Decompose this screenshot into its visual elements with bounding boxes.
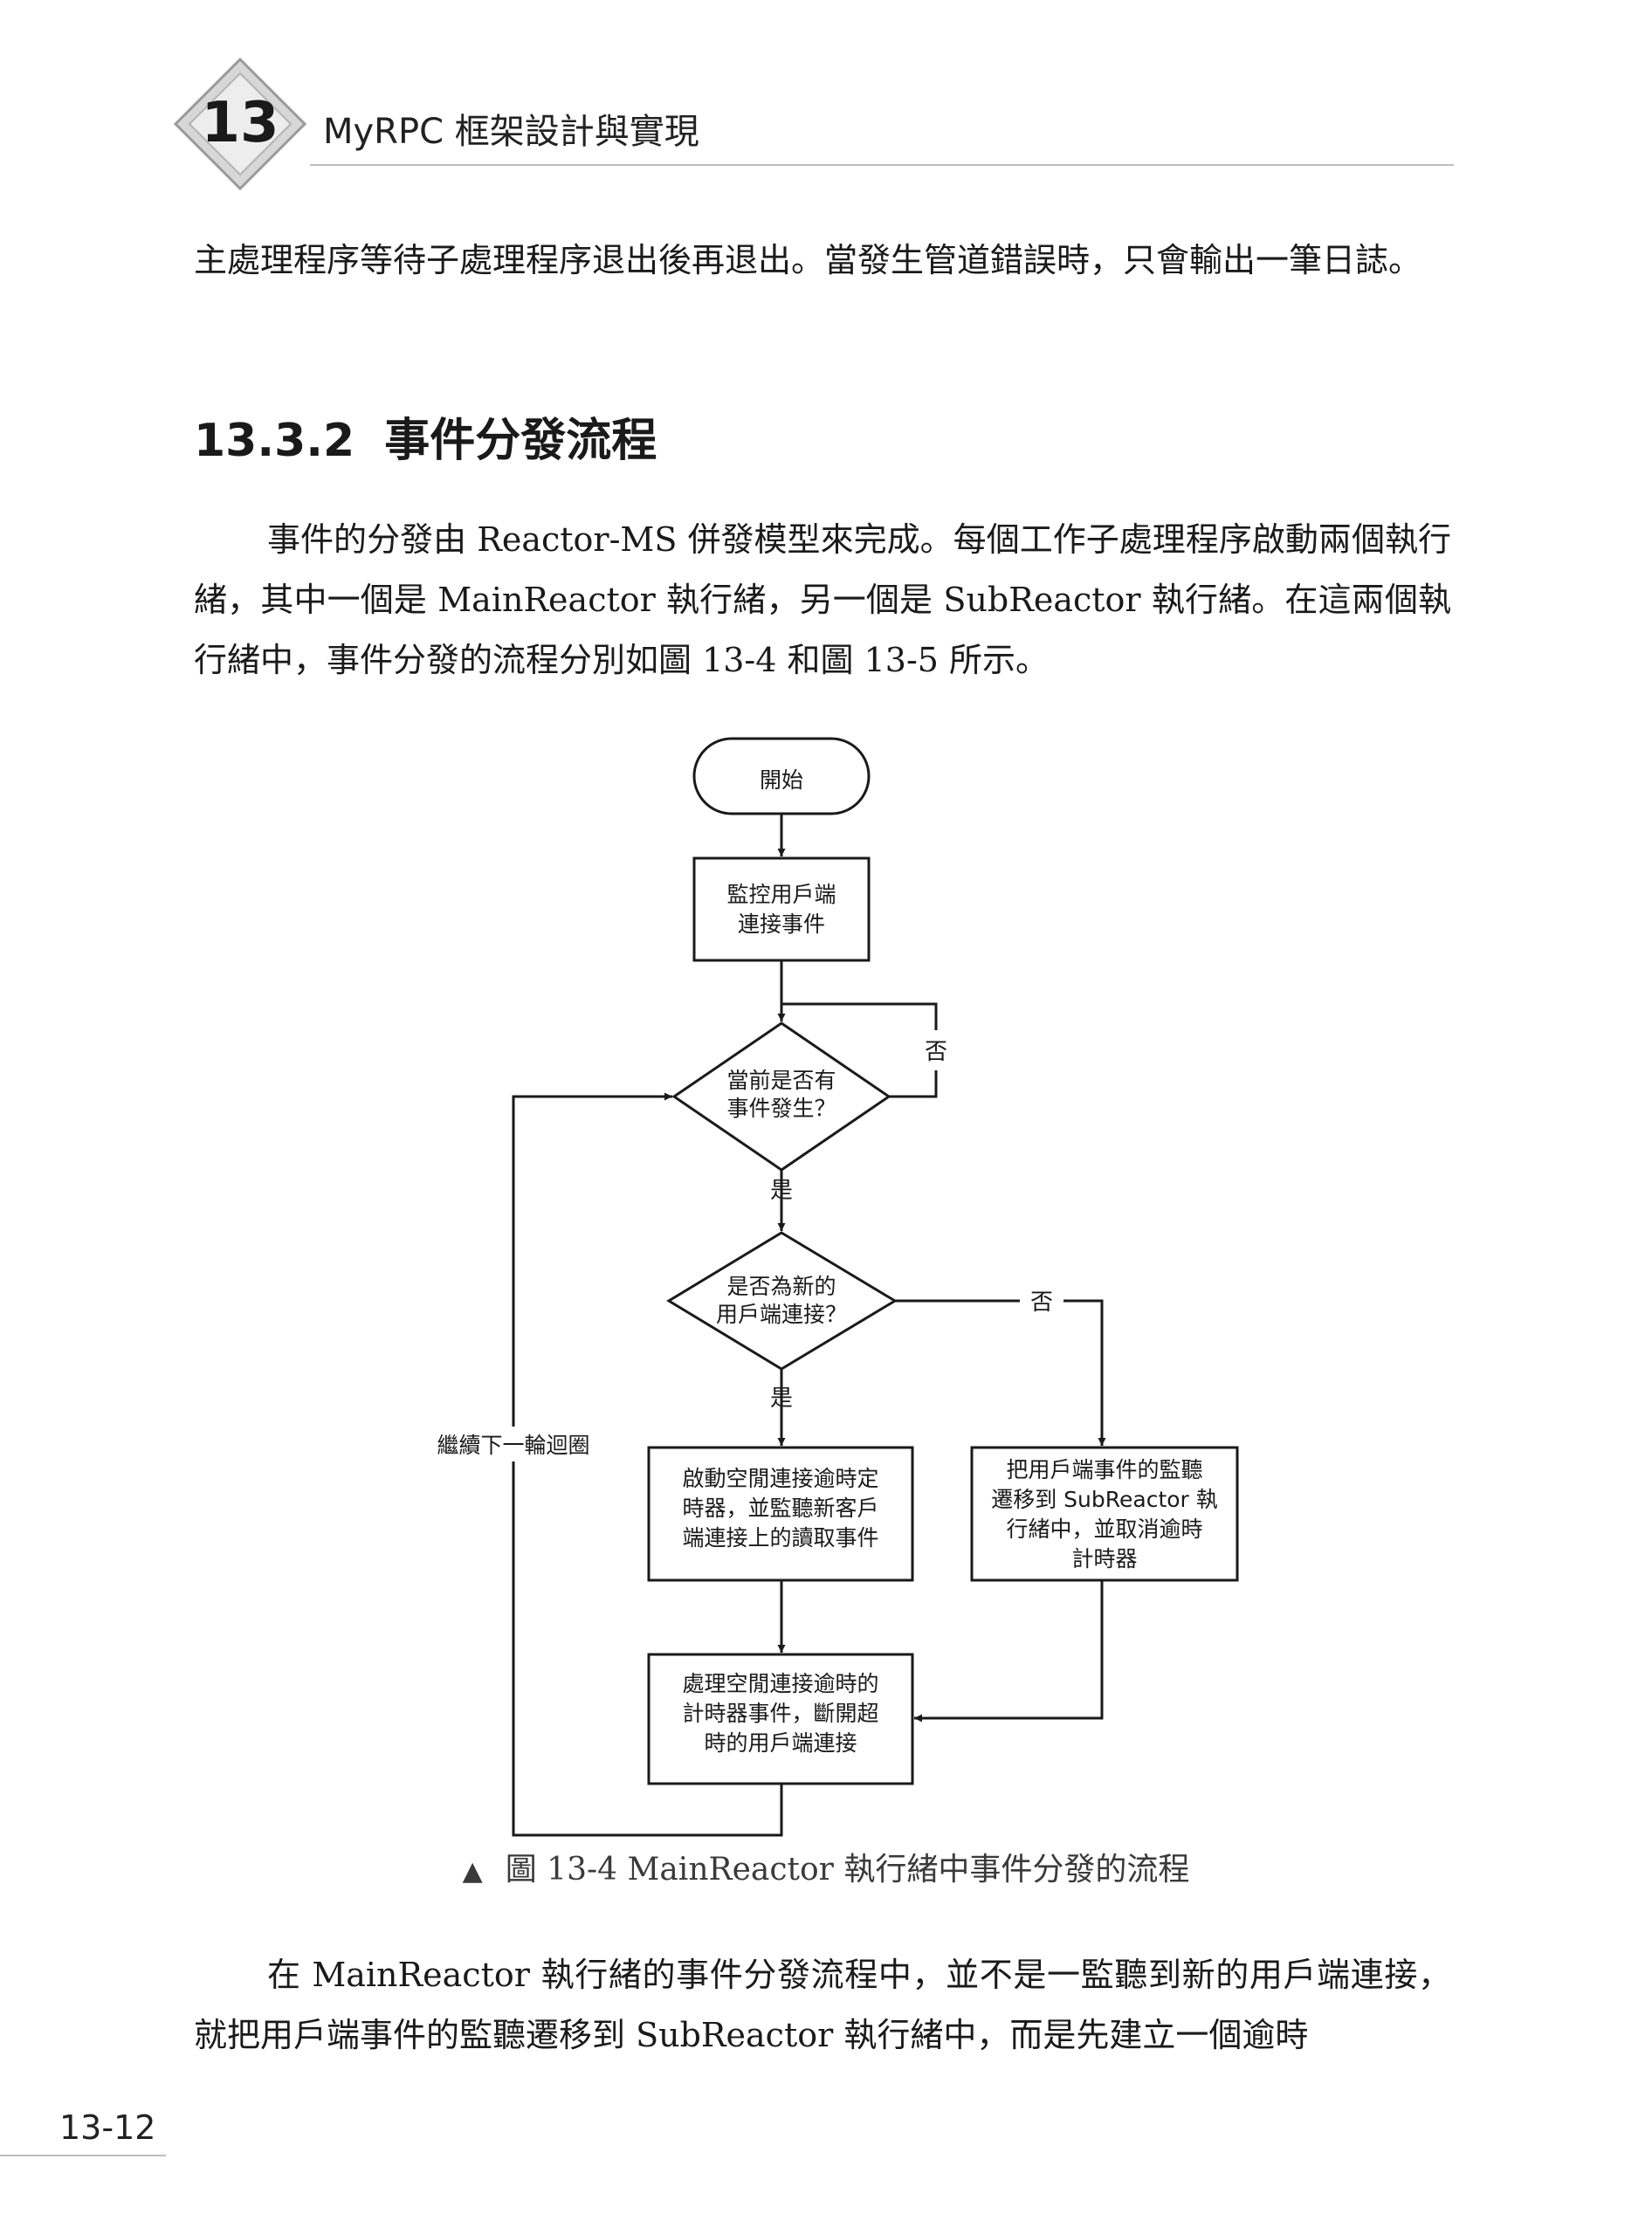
label-yes-event: 是 <box>770 1178 793 1204</box>
new-connection-decision-diamond <box>666 1231 898 1371</box>
monitor-process-box <box>692 856 871 962</box>
label-no-new-connection: 否 <box>1030 1289 1053 1316</box>
start-timer-line-2: 時器，並監聽新客戶 <box>682 1496 878 1521</box>
paragraph-3: 在 MainReactor 執行緒的事件分發流程中，並不是一監聽到新的用戶端連接… <box>194 1956 1451 2054</box>
caption-text: 圖 13-4 MainReactor 執行緒中事件分發的流程 <box>505 1852 1190 1888</box>
start-timer-line-3: 端連接上的讀取事件 <box>682 1525 878 1551</box>
migrate-line-2: 遷移到 SubReactor 執 <box>991 1487 1218 1512</box>
handle-timeout-line-1: 處理空閒連接逾時的 <box>682 1671 878 1696</box>
handle-timeout-line-2: 計時器事件，斷開超 <box>682 1701 878 1726</box>
section-title: 事件分發流程 <box>384 415 657 467</box>
paragraph-1: 主處理程序等待子處理程序退出後再退出。當發生管道錯誤時，只會輸出一筆日誌。 <box>194 241 1422 279</box>
paragraph-2: 事件的分發由 Reactor-MS 併發模型來完成。每個工作子處理程序啟動兩個執… <box>194 520 1451 679</box>
caption-triangle-icon: ▲ <box>462 1856 483 1887</box>
flowchart-figure: 開始 監控用戶端 連接事件 當前是否有 事件發生？ 是否為新的 用戶端連接？ 啟… <box>419 737 1239 1837</box>
label-continue-loop: 繼續下一輪迴圈 <box>437 1433 589 1458</box>
section-heading: 13.3.2 事件分發流程 <box>194 403 657 469</box>
section-number: 13.3.2 <box>194 415 355 467</box>
handle-timeout-line-3: 時的用戶端連接 <box>704 1730 857 1756</box>
new-connection-decision-line-2: 用戶端連接？ <box>716 1302 847 1327</box>
label-no-event: 否 <box>925 1039 947 1065</box>
event-decision-line-1: 當前是否有 <box>726 1068 836 1093</box>
running-title: MyRPC 框架設計與實現 <box>323 112 699 152</box>
monitor-label-line-1: 監控用戶端 <box>726 882 836 907</box>
monitor-label-line-2: 連接事件 <box>738 911 825 937</box>
figure-caption: ▲ 圖 13-4 MainReactor 執行緒中事件分發的流程 <box>0 1844 1652 1889</box>
label-yes-new-connection: 是 <box>770 1386 793 1412</box>
arrow-new-connection-no <box>895 1299 1106 1446</box>
event-decision-line-2: 事件發生？ <box>726 1096 836 1121</box>
migrate-process-box <box>970 1446 1239 1582</box>
footer-rule <box>0 2155 166 2156</box>
start-timer-line-1: 啟動空閒連接逾時定 <box>682 1466 878 1491</box>
arrow-loop-back <box>512 1092 783 1837</box>
chapter-number: 13 <box>201 91 279 155</box>
start-label: 開始 <box>760 767 803 793</box>
migrate-line-4: 計時器 <box>1071 1546 1137 1571</box>
migrate-line-1: 把用戶端事件的監聽 <box>1006 1457 1202 1482</box>
new-connection-decision-line-1: 是否為新的 <box>726 1274 836 1299</box>
chapter-badge: 13 <box>173 57 307 191</box>
migrate-line-3: 行緒中，並取消逾時 <box>1006 1516 1202 1542</box>
arrow-migrate-to-handle <box>914 1580 1104 1723</box>
header-rule <box>310 164 1454 166</box>
page-number: 13-12 <box>59 2108 156 2147</box>
